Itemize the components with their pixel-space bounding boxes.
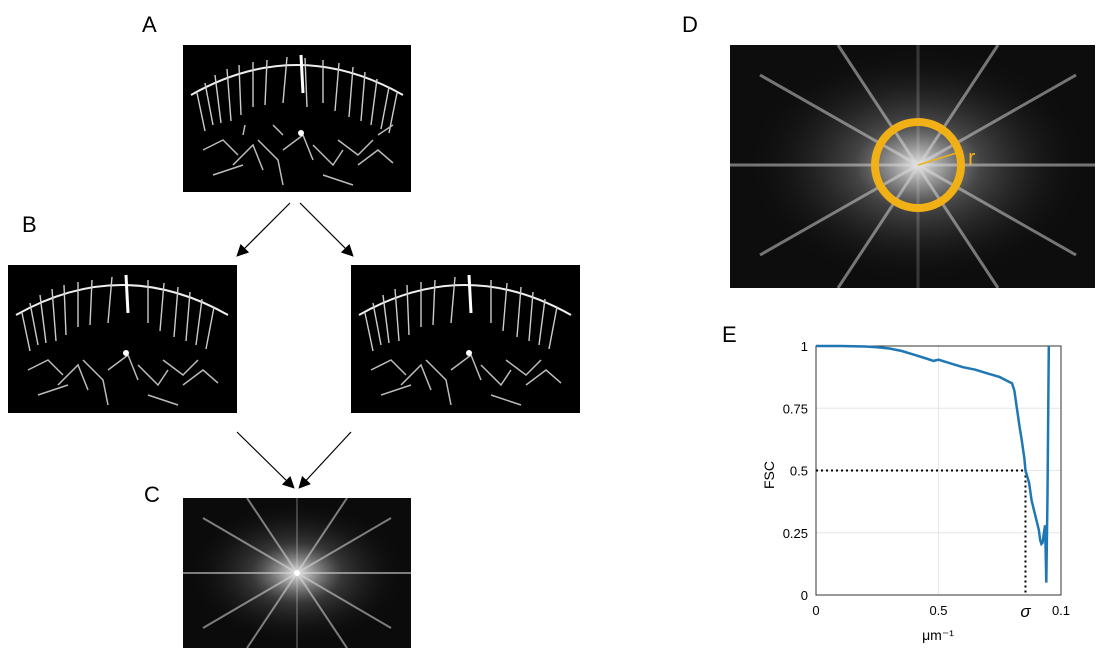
deep-vessels bbox=[202, 124, 394, 186]
x-tick-label: 0.5 bbox=[929, 603, 947, 618]
deep-vessels bbox=[27, 353, 219, 406]
radial-vessels bbox=[364, 276, 558, 352]
arrow-a-to-b-right bbox=[299, 202, 354, 257]
vasculature-image-a bbox=[183, 45, 411, 192]
arrow-b-left-to-c bbox=[236, 431, 295, 489]
spectrum-drawing-d: r bbox=[730, 45, 1095, 288]
radial-vessels bbox=[21, 276, 215, 352]
radius-line bbox=[917, 150, 964, 166]
bright-spot bbox=[466, 350, 472, 356]
fourier-spectrum-d: r bbox=[730, 45, 1095, 288]
vessel-drawing-b-left bbox=[15, 274, 229, 406]
fsc-chart: 0 0.25 0.5 0.75 1 0 0.5 0.1 σ FSC μm⁻¹ bbox=[761, 339, 1070, 643]
vessel-drawing-a bbox=[190, 54, 404, 186]
panel-label-c: C bbox=[144, 482, 160, 507]
x-tick-label: 0 bbox=[812, 603, 819, 618]
radius-label: r bbox=[968, 145, 975, 170]
x-tick-label: 0.1 bbox=[1052, 603, 1070, 618]
y-tick-label: 0.25 bbox=[783, 526, 808, 541]
panel-label-e: E bbox=[722, 322, 737, 347]
y-tick-label: 0 bbox=[801, 588, 808, 603]
sigma-label: σ bbox=[1020, 602, 1031, 621]
vasculature-image-b-right bbox=[351, 265, 580, 413]
cortex-arc bbox=[15, 284, 229, 316]
panel-label-b: B bbox=[22, 212, 37, 237]
vessel-drawing-b-right bbox=[358, 274, 572, 406]
y-axis-label: FSC bbox=[761, 461, 777, 489]
arrow-b-right-to-c bbox=[298, 431, 352, 489]
vasculature-image-b-left bbox=[8, 265, 237, 413]
midline-vessel bbox=[299, 54, 305, 94]
cortex-arc bbox=[190, 64, 404, 96]
bright-spot bbox=[298, 130, 304, 136]
radius-ring bbox=[871, 118, 965, 212]
spectrum-center bbox=[294, 570, 300, 576]
y-tick-label: 0.5 bbox=[790, 464, 808, 479]
midline-vessel bbox=[124, 274, 130, 314]
arrow-a-to-b-left bbox=[236, 202, 291, 257]
tick-labels: 0 0.25 0.5 0.75 1 0 0.5 0.1 σ bbox=[783, 339, 1070, 621]
panel-label-d: D bbox=[682, 12, 698, 37]
y-tick-label: 0.75 bbox=[783, 401, 808, 416]
threshold-lines bbox=[816, 469, 1027, 595]
x-axis-label: μm⁻¹ bbox=[922, 627, 954, 643]
cortex-arc bbox=[358, 284, 572, 316]
radial-vessels bbox=[196, 56, 398, 134]
fourier-spectrum-c bbox=[183, 498, 411, 648]
y-tick-label: 1 bbox=[801, 339, 808, 354]
fsc-curve bbox=[816, 344, 1051, 583]
spectrum-drawing-c bbox=[183, 498, 411, 648]
deep-vessels bbox=[370, 353, 562, 406]
panel-label-a: A bbox=[142, 12, 157, 37]
midline-vessel bbox=[467, 274, 473, 314]
bright-spot bbox=[123, 350, 129, 356]
